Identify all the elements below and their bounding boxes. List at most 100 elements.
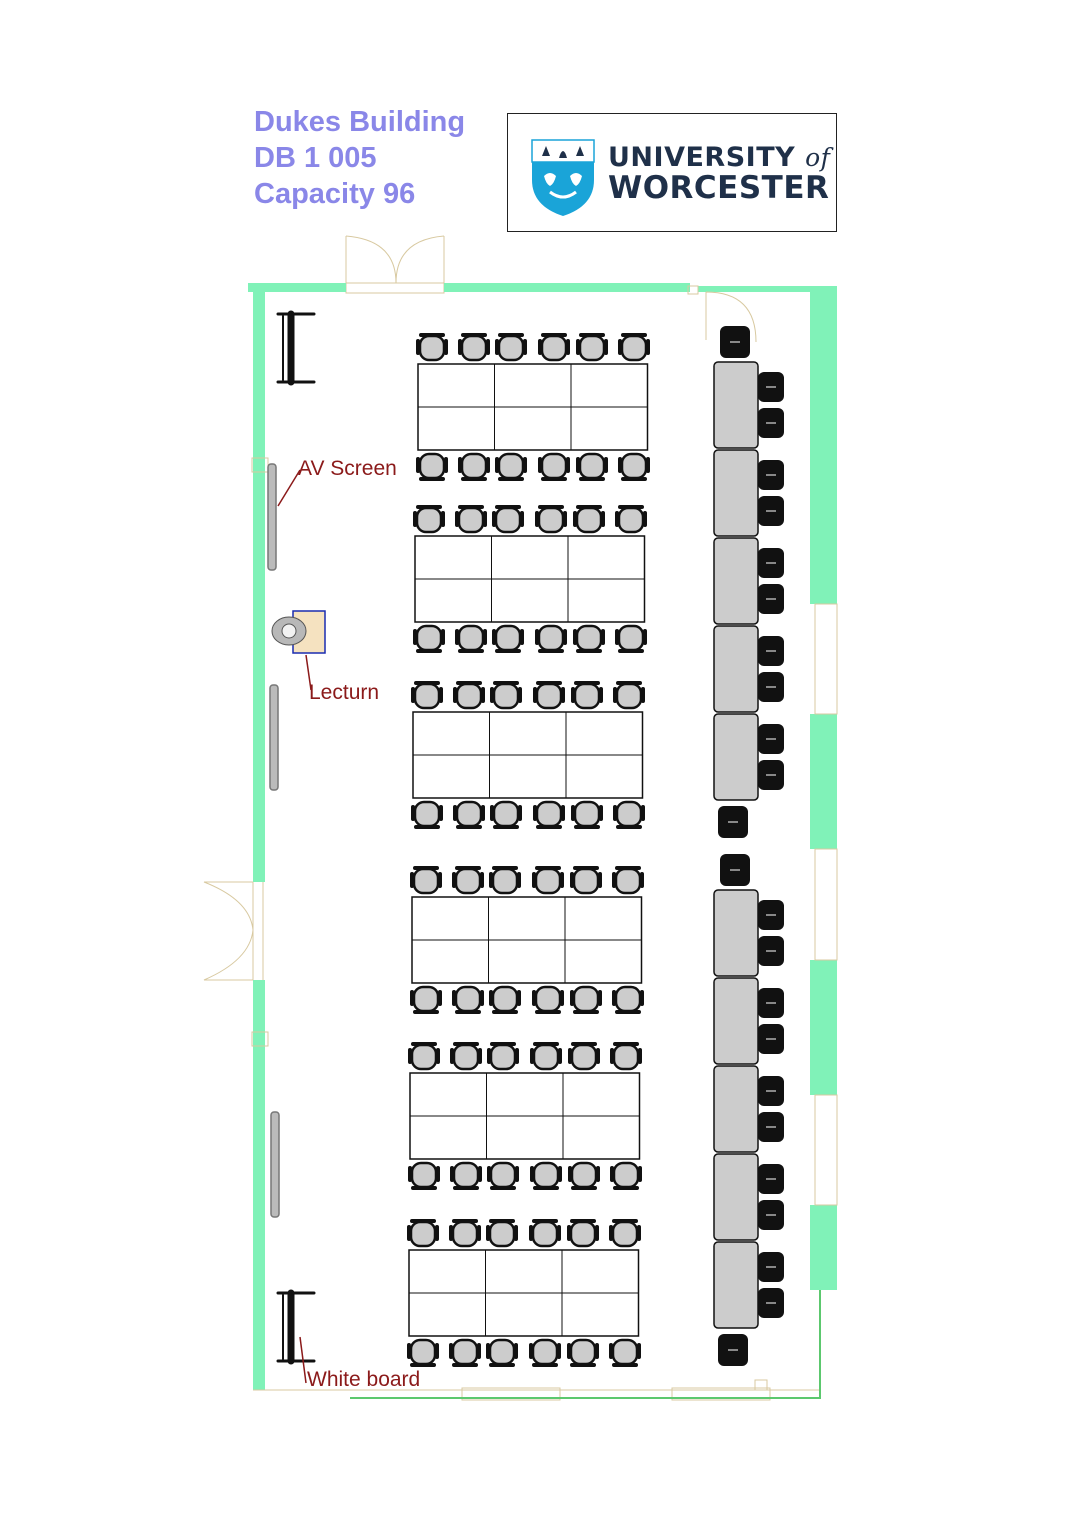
- computer-chair: [758, 1200, 784, 1230]
- chair: [490, 681, 522, 710]
- chair: [452, 866, 484, 895]
- chair: [455, 505, 487, 534]
- chair: [610, 1161, 642, 1190]
- computer-desk: [713, 449, 759, 537]
- computer-chair: [758, 1112, 784, 1142]
- chair: [487, 1161, 519, 1190]
- lecturn-label: Lecturn: [309, 681, 379, 704]
- computer-desk: [713, 537, 759, 625]
- computer-chair: [720, 854, 750, 886]
- chair: [453, 800, 485, 829]
- chair: [535, 505, 567, 534]
- chair: [495, 452, 527, 481]
- computer-chair: [758, 724, 784, 754]
- computer-desk: [713, 625, 759, 713]
- top-double-door: [345, 235, 445, 294]
- chair: [576, 333, 608, 362]
- chair: [615, 505, 647, 534]
- av-screen-label: AV Screen: [298, 457, 397, 480]
- chair: [455, 624, 487, 653]
- chair: [449, 1338, 481, 1367]
- computer-chair: [758, 548, 784, 578]
- chair: [612, 866, 644, 895]
- chair: [407, 1338, 439, 1367]
- computer-desk-bench: [713, 326, 784, 1366]
- chair: [452, 985, 484, 1014]
- chair: [453, 681, 485, 710]
- chair: [407, 1219, 439, 1248]
- chair: [410, 866, 442, 895]
- table-block: [407, 1219, 641, 1367]
- computer-chair: [718, 806, 748, 838]
- chair: [486, 1338, 518, 1367]
- chair: [530, 1161, 562, 1190]
- computer-desk: [713, 1241, 759, 1329]
- chair: [532, 866, 564, 895]
- computer-chair: [758, 936, 784, 966]
- chair: [489, 866, 521, 895]
- chair: [413, 505, 445, 534]
- chair: [408, 1042, 440, 1071]
- chair: [571, 681, 603, 710]
- chair: [458, 452, 490, 481]
- computer-chair: [758, 372, 784, 402]
- room-capacity: Capacity 96: [254, 178, 416, 210]
- university-crest-icon: [531, 139, 595, 216]
- computer-chair: [758, 1024, 784, 1054]
- chair: [492, 505, 524, 534]
- computer-chair: [718, 1334, 748, 1366]
- chair: [612, 985, 644, 1014]
- chair: [567, 1338, 599, 1367]
- computer-chair: [758, 636, 784, 666]
- chair: [529, 1219, 561, 1248]
- chair: [576, 452, 608, 481]
- computer-chair: [758, 988, 784, 1018]
- bottom-wall-line: [350, 1290, 821, 1399]
- chair: [408, 1161, 440, 1190]
- computer-desk: [713, 889, 759, 977]
- chair: [416, 333, 448, 362]
- computer-desk: [713, 713, 759, 801]
- logo-text-worcester: WORCESTER: [608, 170, 830, 206]
- computer-chair: [758, 1252, 784, 1282]
- table-block: [411, 681, 645, 829]
- computer-chair: [758, 1164, 784, 1194]
- chair: [449, 1219, 481, 1248]
- room-number: DB 1 005: [254, 142, 377, 174]
- room-walls: [248, 283, 837, 1390]
- chair: [416, 452, 448, 481]
- computer-chair: [758, 1076, 784, 1106]
- university-logo: UNIVERSITY of WORCESTER: [507, 113, 837, 232]
- whiteboard-stand-bottom: [276, 1289, 316, 1365]
- building-name: Dukes Building: [254, 106, 466, 138]
- logo-text-university: UNIVERSITY of: [608, 142, 831, 173]
- chair: [413, 624, 445, 653]
- chair: [530, 1042, 562, 1071]
- side-door-top-right: [705, 291, 757, 343]
- chair: [487, 1042, 519, 1071]
- chair: [535, 624, 567, 653]
- av-screens: [267, 463, 280, 1218]
- chair: [618, 452, 650, 481]
- computer-chair: [758, 408, 784, 438]
- chair: [495, 333, 527, 362]
- computer-chair: [758, 672, 784, 702]
- chair: [529, 1338, 561, 1367]
- computer-chair: [758, 460, 784, 490]
- computer-desk: [713, 1065, 759, 1153]
- computer-chair: [758, 760, 784, 790]
- chair: [618, 333, 650, 362]
- chair: [538, 452, 570, 481]
- chair: [573, 624, 605, 653]
- chair: [411, 681, 443, 710]
- chair: [489, 985, 521, 1014]
- chair: [571, 800, 603, 829]
- chair: [533, 800, 565, 829]
- computer-chair: [720, 326, 750, 358]
- chair: [613, 800, 645, 829]
- chair: [573, 505, 605, 534]
- chair: [615, 624, 647, 653]
- table-block: [408, 1042, 642, 1190]
- chair: [609, 1338, 641, 1367]
